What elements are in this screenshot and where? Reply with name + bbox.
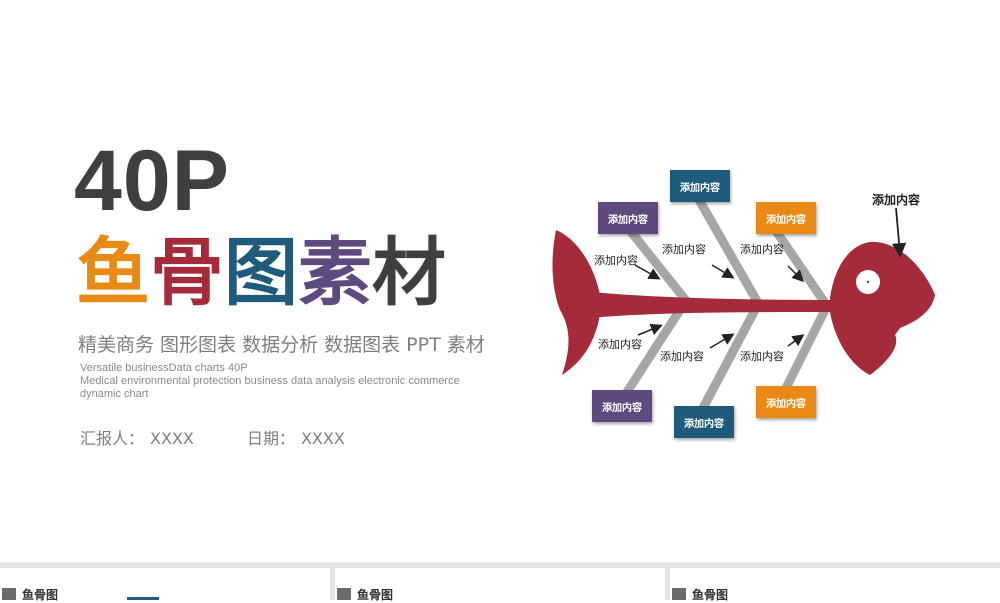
bone-label-upper-1: 添加内容 — [594, 254, 638, 267]
fish-spine — [590, 292, 840, 318]
bone-label-lower-1: 添加内容 — [598, 338, 642, 351]
fishbone-box-lower-1: 添加内容 — [592, 390, 652, 422]
bone-lower-1 — [621, 307, 684, 398]
english-line-2: Medical environmental protection busines… — [80, 375, 460, 387]
title-char-5: 材 — [372, 230, 446, 316]
fish-head — [830, 241, 935, 375]
slide-thumbnail-1[interactable]: 鱼骨图 — [0, 568, 330, 602]
slide-thumbnail-strip: 鱼骨图 鱼骨图 鱼骨图 — [0, 562, 1000, 602]
slide-thumbnail-3[interactable]: 鱼骨图 — [670, 568, 1000, 602]
title-char-2: 骨 — [150, 230, 224, 316]
reporter-label: 汇报人： — [80, 429, 145, 448]
thumbnail-title: 鱼骨图 — [692, 588, 729, 602]
english-line-1: Versatile businessData charts 40P — [80, 362, 248, 374]
english-line-3: dynamic chart — [80, 388, 149, 400]
bone-label-upper-2: 添加内容 — [662, 243, 706, 256]
thumbnail-square-icon — [2, 588, 16, 600]
english-description: Versatile businessData charts 40P Medica… — [80, 362, 500, 401]
bone-upper-3 — [766, 219, 829, 306]
reporter-line: 汇报人： XXXX 日期： XXXX — [80, 425, 345, 449]
fishbone-diagram: 添加内容 添加内容 添加内容 添加内容 添加内容 添加内容 添加内容 添加内容 … — [540, 160, 960, 450]
fishbone-box-lower-3: 添加内容 — [756, 386, 816, 418]
thumbnail-square-icon — [672, 588, 686, 600]
bone-lower-3 — [780, 307, 830, 393]
reporter-value: XXXX — [150, 429, 194, 448]
title-char-4: 素 — [298, 230, 372, 316]
title-char-3: 图 — [224, 230, 298, 316]
thumbnail-title: 鱼骨图 — [22, 588, 59, 602]
fishbone-box-upper-2: 添加内容 — [670, 170, 730, 202]
thumbnail-square-icon — [337, 588, 351, 600]
slide-thumbnail-2[interactable]: 鱼骨图 — [335, 568, 665, 602]
bone-upper-1 — [624, 225, 692, 306]
slide-canvas: 40P 鱼骨图素材 精美商务 图形图表 数据分析 数据图表 PPT 素材 Ver… — [74, 133, 960, 450]
subtitle-cn: 精美商务 图形图表 数据分析 数据图表 PPT 素材 — [78, 334, 485, 356]
fishbone-graphic — [552, 195, 935, 413]
fishbone-box-upper-1: 添加内容 — [598, 202, 658, 234]
fishbone-box-upper-3: 添加内容 — [756, 202, 816, 234]
date-value: XXXX — [300, 429, 345, 448]
bone-lower-2 — [698, 307, 759, 413]
bone-label-lower-3: 添加内容 — [740, 350, 784, 363]
head-label: 添加内容 — [872, 193, 921, 207]
title-char-1: 鱼 — [76, 230, 150, 316]
title-fishbone-material: 鱼骨图素材 — [76, 236, 446, 310]
thumbnail-title: 鱼骨图 — [357, 588, 394, 602]
title-40p: 40P — [74, 133, 231, 229]
fish-tail — [552, 230, 600, 375]
thumbnail-accent-bar — [127, 597, 159, 600]
bone-upper-2 — [694, 195, 762, 306]
date-label: 日期： — [246, 429, 295, 448]
fishbone-box-lower-2: 添加内容 — [674, 406, 734, 438]
bone-label-lower-2: 添加内容 — [660, 350, 704, 363]
bone-label-upper-3: 添加内容 — [740, 243, 784, 256]
